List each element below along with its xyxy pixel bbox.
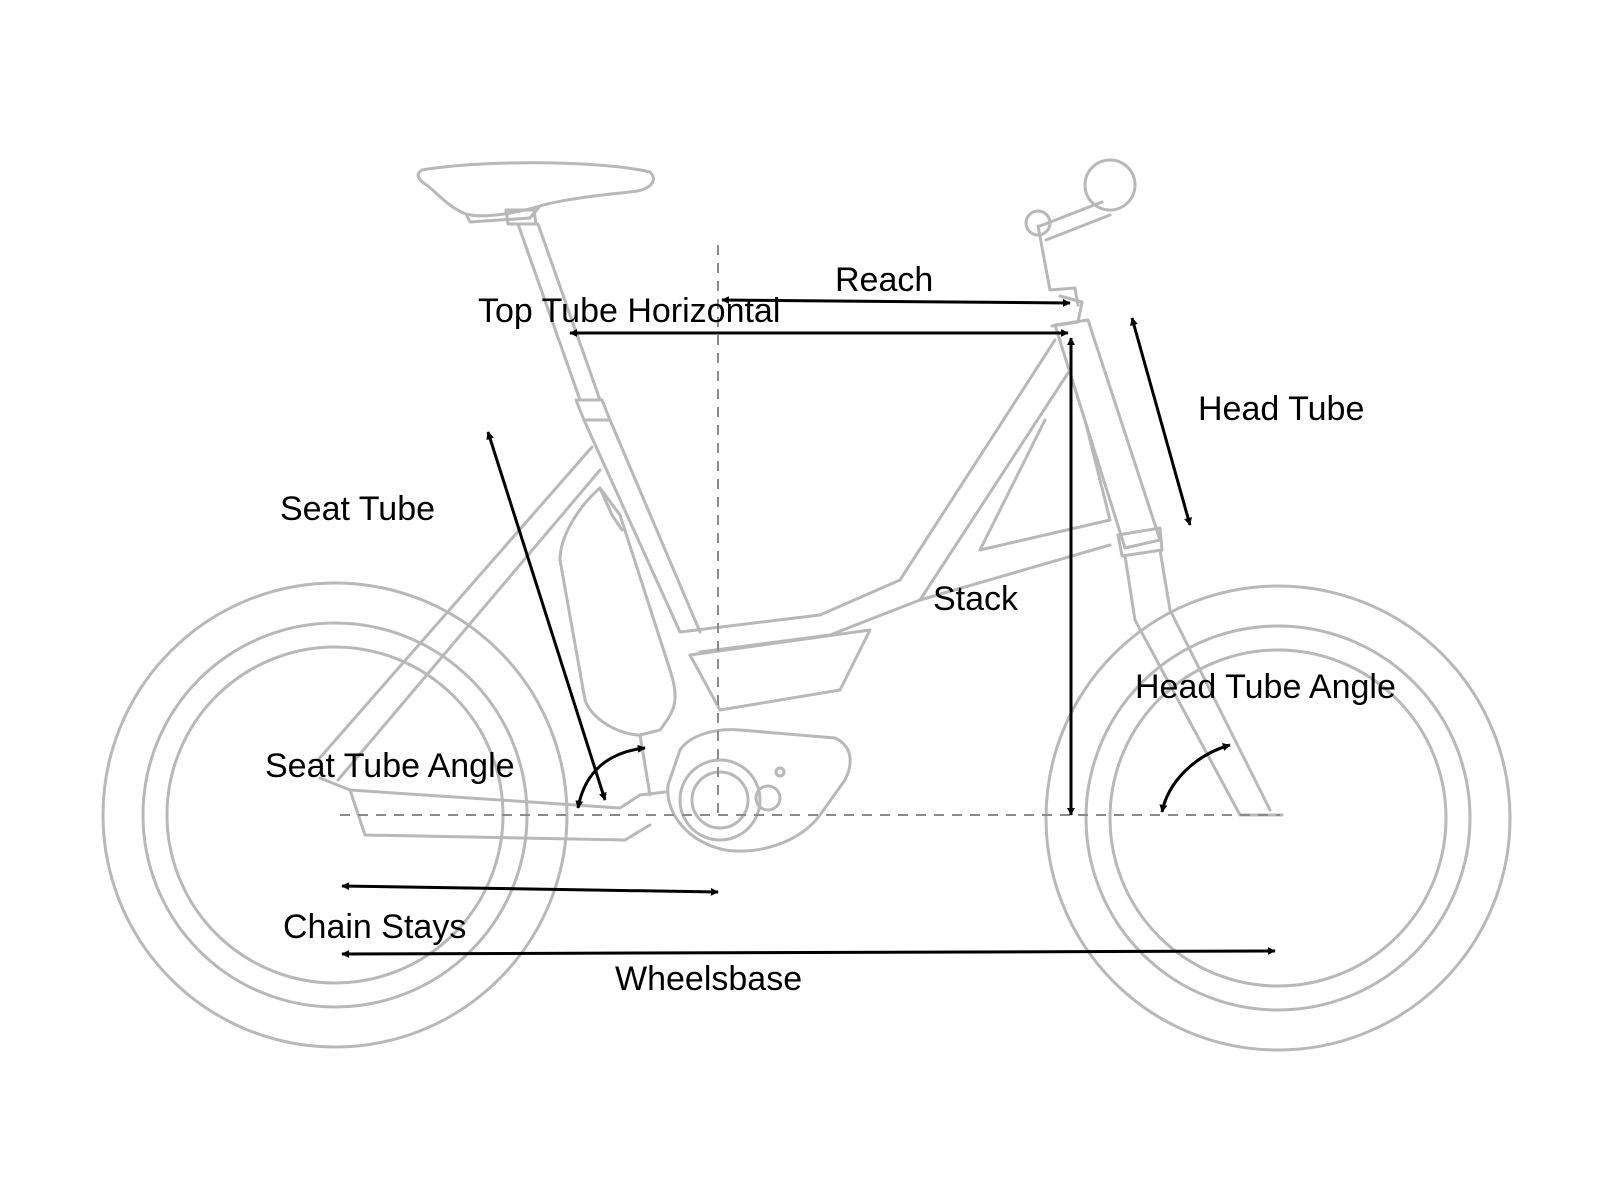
motor-housing [666,728,852,853]
head-tube-arrow [1130,317,1192,526]
reach-label: Reach [835,261,933,299]
battery-pack [558,486,677,737]
guide-lines [340,245,1280,820]
measurement-labels: Reach Top Tube Horizontal Head Tube Seat… [265,261,1396,998]
wheelsbase-label: Wheelsbase [615,960,802,998]
stem-handlebar [1024,158,1137,328]
measurement-arrows [341,296,1276,958]
head-tube-angle-arc [1159,743,1231,813]
stack-label: Stack [933,580,1019,618]
front-wheel [1044,584,1512,1052]
seat-tube-arrow [486,431,607,801]
seat-tube-angle-label: Seat Tube Angle [265,747,515,785]
seat-tube-frame [316,418,702,782]
seat-tube-angle-arc [575,744,646,809]
head-tube-angle-label: Head Tube Angle [1135,668,1396,706]
down-tube [678,338,1072,712]
reach-arrow [721,296,1071,307]
bike-outline [101,158,1512,1052]
chain-stays-arrow [341,882,719,896]
chain-stays-label: Chain Stays [283,908,466,946]
rear-wheel [101,581,569,1049]
seat-tube-label: Seat Tube [280,490,435,528]
head-tube-label: Head Tube [1198,390,1364,428]
top-tube-horizontal-label: Top Tube Horizontal [478,292,780,330]
wheelsbase-arrow [341,947,1276,958]
frame-gusset [918,418,1112,602]
